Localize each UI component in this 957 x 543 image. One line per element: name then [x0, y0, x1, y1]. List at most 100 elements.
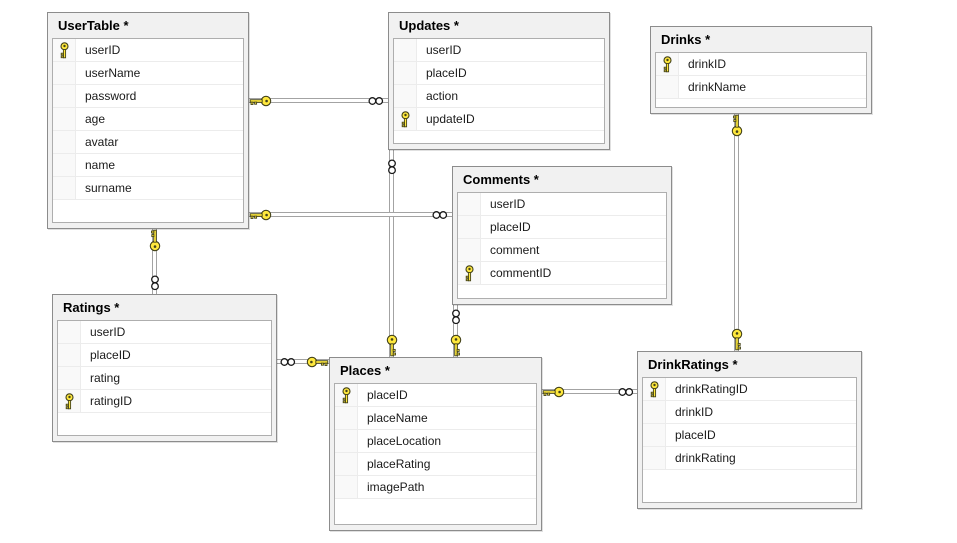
column-name: action: [426, 89, 459, 103]
connector-places-comments[interactable]: [453, 305, 458, 357]
column-row[interactable]: rating: [58, 367, 271, 390]
column-row[interactable]: placeID: [335, 384, 536, 407]
column-name: userID: [85, 43, 121, 57]
table-title: Ratings *: [63, 300, 120, 315]
column-name: placeLocation: [367, 434, 442, 448]
column-icon-cell: [458, 193, 481, 215]
key-icon: [542, 385, 566, 399]
table-ratings[interactable]: Ratings * userID placeID rating ratingID: [52, 294, 277, 442]
column-icon-cell: [58, 367, 81, 389]
column-row[interactable]: drinkRating: [643, 447, 856, 470]
key-icon: [305, 355, 329, 369]
column-icon-cell: [53, 131, 76, 153]
infinity-icon: [387, 157, 397, 177]
column-row[interactable]: userID: [394, 39, 604, 62]
primary-key-icon: [458, 262, 481, 284]
column-row[interactable]: placeName: [335, 407, 536, 430]
column-row[interactable]: placeLocation: [335, 430, 536, 453]
primary-key-icon: [643, 378, 666, 400]
column-row[interactable]: placeID: [643, 424, 856, 447]
column-row[interactable]: comment: [458, 239, 666, 262]
column-row[interactable]: drinkName: [656, 76, 866, 99]
connector-usertable-updates[interactable]: [249, 98, 388, 103]
column-name: userID: [490, 197, 526, 211]
column-name: userID: [90, 325, 126, 339]
column-row[interactable]: imagePath: [335, 476, 536, 499]
column-icon-cell: [335, 430, 358, 452]
table-title: Drinks *: [661, 32, 711, 47]
connector-places-updates[interactable]: [389, 150, 394, 357]
column-row[interactable]: placeID: [458, 216, 666, 239]
column-row[interactable]: userID: [53, 39, 243, 62]
table-columns: drinkRatingID drinkID placeID drinkRating: [642, 377, 857, 503]
primary-key-icon: [394, 108, 417, 130]
key-icon: [148, 229, 162, 253]
column-name: updateID: [426, 112, 475, 126]
column-name: drinkID: [675, 405, 714, 419]
column-row[interactable]: placeID: [394, 62, 604, 85]
infinity-icon: [616, 387, 636, 397]
column-row[interactable]: age: [53, 108, 243, 131]
column-row[interactable]: surname: [53, 177, 243, 200]
column-row[interactable]: placeID: [58, 344, 271, 367]
table-title: Updates *: [399, 18, 459, 33]
column-icon-cell: [53, 154, 76, 176]
key-icon: [449, 333, 463, 357]
primary-key-icon: [53, 39, 76, 61]
column-name: placeID: [367, 388, 408, 402]
column-row[interactable]: password: [53, 85, 243, 108]
column-row[interactable]: action: [394, 85, 604, 108]
connector-usertable-ratings[interactable]: [152, 229, 157, 294]
column-row[interactable]: avatar: [53, 131, 243, 154]
infinity-icon: [430, 210, 450, 220]
column-row[interactable]: ratingID: [58, 390, 271, 413]
column-icon-cell: [53, 177, 76, 199]
column-name: userName: [85, 66, 141, 80]
infinity-icon: [150, 273, 160, 293]
column-row[interactable]: placeRating: [335, 453, 536, 476]
key-icon: [249, 94, 273, 108]
column-name: userID: [426, 43, 462, 57]
table-columns: userID userName password age avatar name surna…: [52, 38, 244, 223]
infinity-icon: [451, 307, 461, 327]
column-row[interactable]: drinkID: [643, 401, 856, 424]
infinity-icon: [278, 357, 298, 367]
column-row[interactable]: userName: [53, 62, 243, 85]
table-title: Places *: [340, 363, 390, 378]
column-name: rating: [90, 371, 121, 385]
column-icon-cell: [335, 407, 358, 429]
column-row[interactable]: drinkRatingID: [643, 378, 856, 401]
connector-places-drinkratings[interactable]: [542, 389, 637, 394]
column-row[interactable]: commentID: [458, 262, 666, 285]
key-icon: [249, 208, 273, 222]
column-row[interactable]: userID: [58, 321, 271, 344]
column-row[interactable]: drinkID: [656, 53, 866, 76]
column-icon-cell: [53, 108, 76, 130]
table-places[interactable]: Places * placeID placeName placeLocation pl…: [329, 357, 542, 531]
column-row[interactable]: userID: [458, 193, 666, 216]
column-name: placeID: [426, 66, 467, 80]
connector-places-ratings[interactable]: [277, 359, 329, 364]
column-name: imagePath: [367, 480, 425, 494]
column-name: placeID: [90, 348, 131, 362]
table-updates[interactable]: Updates * userID placeID action updateID: [388, 12, 610, 150]
primary-key-icon: [58, 390, 81, 412]
primary-key-icon: [335, 384, 358, 406]
column-name: drinkRating: [675, 451, 736, 465]
column-name: name: [85, 158, 116, 172]
column-name: age: [85, 112, 106, 126]
column-row[interactable]: updateID: [394, 108, 604, 131]
connector-drinks-drinkratings[interactable]: [734, 114, 739, 351]
column-icon-cell: [335, 453, 358, 475]
column-icon-cell: [394, 62, 417, 84]
column-icon-cell: [58, 344, 81, 366]
column-row[interactable]: name: [53, 154, 243, 177]
connector-usertable-comments[interactable]: [249, 212, 452, 217]
